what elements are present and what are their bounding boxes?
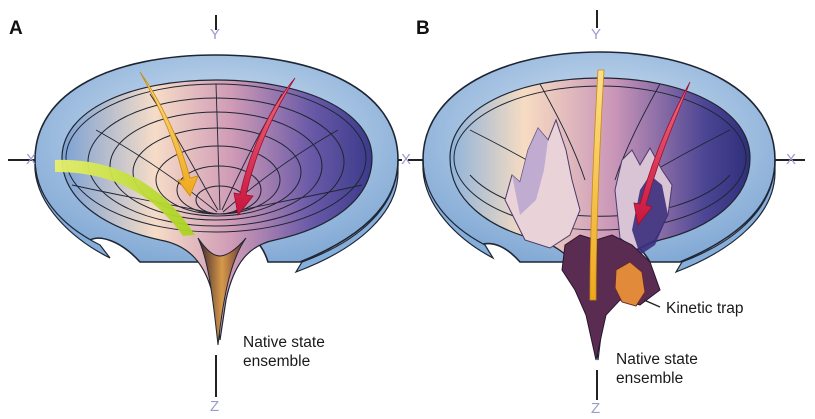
axis-label-z-a: Z [210, 398, 219, 415]
axis-label-y-b: Y [591, 26, 601, 43]
panel-a-graphic [8, 15, 402, 397]
native-state-line2-a: ensemble [243, 352, 325, 371]
axis-label-z-b: Z [591, 400, 600, 417]
axis-label-x-a: X [26, 151, 36, 168]
native-state-label-a: Native state ensemble [243, 333, 325, 371]
kinetic-trap-leader [644, 300, 660, 307]
native-state-label-b: Native state ensemble [616, 350, 698, 388]
panel-label-b: B [416, 18, 430, 40]
native-state-line1-a: Native state [243, 333, 325, 352]
panel-b-graphic [408, 10, 805, 400]
panel-label-a: A [9, 18, 23, 40]
axis-label-y-a: Y [210, 26, 220, 43]
kinetic-trap-label: Kinetic trap [666, 299, 744, 318]
axis-label-x-b-left: X [401, 151, 411, 168]
native-state-line2-b: ensemble [616, 369, 698, 388]
native-state-line1-b: Native state [616, 350, 698, 369]
axis-label-x-b-right: X [786, 151, 796, 168]
